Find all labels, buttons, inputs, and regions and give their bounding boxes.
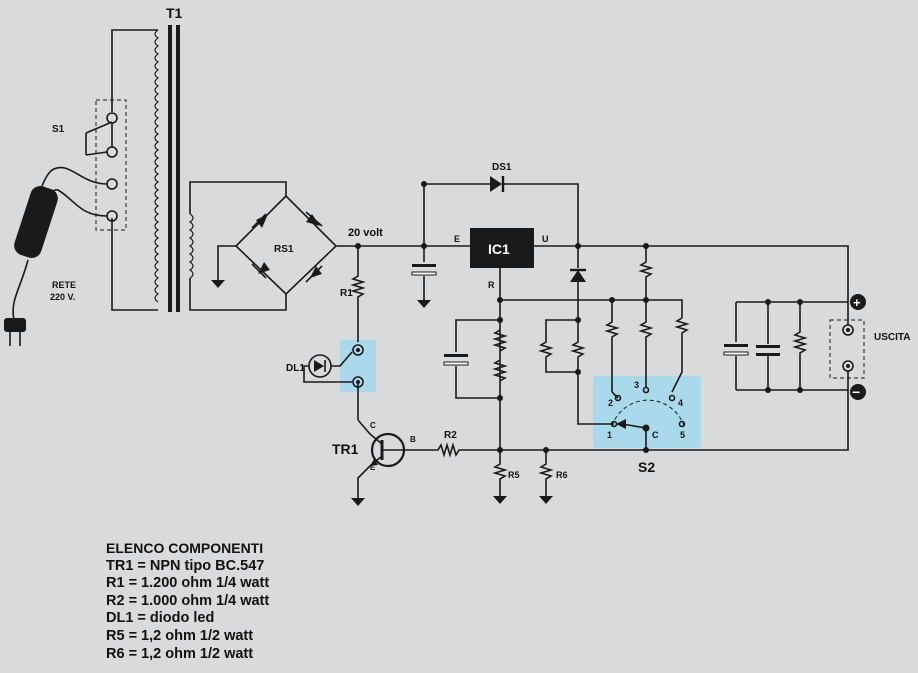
resistor-s2-pos4 [671,317,690,393]
components-list-item: R1 = 1.200 ohm 1/4 watt [106,575,270,592]
label-pin-u: U [542,234,549,244]
label-r1: R1 [340,288,353,299]
resistor-s2-pos2 [604,300,620,392]
label-rs1: RS1 [274,244,294,255]
label-s2-pos3: 3 [634,380,639,390]
components-list-item: R6 = 1,2 ohm 1/2 watt [106,645,254,662]
led-dl1 [303,351,353,383]
output-bleeder-resistor [792,302,808,390]
protection-diode [570,270,586,282]
label-uscita: USCITA [874,332,910,343]
label-s2-pos5: 5 [680,430,685,440]
rail-output [534,245,849,302]
switch-s1 [85,121,113,156]
label-r5: R5 [508,470,520,480]
minus-terminal-icon [850,384,866,400]
label-s1: S1 [52,124,65,135]
label-dl1: DL1 [286,363,305,374]
adj-bus-top [500,299,683,318]
output-terminal-block [829,319,865,379]
s2-switch-highlight [593,376,701,448]
mains-cord [4,166,108,346]
label-rete: RETE [52,280,76,290]
label-ds1: DS1 [492,162,512,173]
output-capacitor [756,345,780,348]
label-minus: − [852,384,860,400]
components-list-item: R5 = 1,2 ohm 1/2 watt [106,627,254,644]
components-list-item: TR1 = NPN tipo BC.547 [106,557,265,574]
regulator-ic1 [470,228,534,268]
bridge-ground-wire [217,245,236,280]
bridge-rectifier-rs1 [234,194,338,296]
label-s2-pos1: 1 [607,430,612,440]
primary-wire-bottom [111,218,158,311]
label-plus: + [853,295,861,310]
label-pin-b: B [410,435,416,444]
tr1-emitter-wire [357,465,371,498]
resistor-r6 [538,450,554,496]
label-s2: S2 [638,459,655,475]
output-capacitor-electrolytic [724,344,748,347]
components-list-title: ELENCO COMPONENTI [106,540,264,556]
rotary-switch-s2 [610,386,686,450]
label-pin-r: R [488,280,495,290]
resistor-s2-pos3 [638,300,654,388]
label-pin-emitter: E [370,463,376,472]
secondary-wire-bottom [189,278,287,311]
label-s2-pos2: 2 [608,398,613,408]
resistor-adj-a [538,319,578,373]
label-t1: T1 [166,5,183,21]
ds1-wire-right [503,183,579,246]
components-list-item: DL1 = diodo led [106,610,215,627]
diode-ds1 [490,176,502,192]
resistor-r2 [404,442,500,458]
label-ic1: IC1 [488,241,510,257]
label-rete-voltage: 220 V. [50,292,75,302]
label-r2: R2 [444,430,457,441]
label-pin-e: E [454,234,460,244]
mains-terminal-block [95,99,127,231]
primary-wire-top [111,29,158,112]
transformer-t1 [154,25,194,312]
tr1-collector-wire [357,419,371,435]
secondary-wire-top [189,181,287,214]
components-list: ELENCO COMPONENTI TR1 = NPN tipo BC.547 … [106,540,269,663]
plus-terminal-icon [850,294,866,310]
resistor-output-divider [638,246,654,300]
label-voltage: 20 volt [348,227,383,239]
resistor-r5 [492,450,508,496]
label-pin-c: C [370,421,376,430]
resistor-r1 [350,246,366,342]
components-list-item: R2 = 1.000 ohm 1/4 watt [106,592,270,609]
label-s2-pos4: 4 [678,398,683,408]
rail-return [500,380,849,451]
transistor-tr1 [369,432,406,468]
label-s2-common: C [652,430,659,440]
label-tr1: TR1 [332,441,359,457]
resistor-adj-b [570,320,614,425]
ground-symbol [211,280,225,288]
label-r6: R6 [556,470,568,480]
